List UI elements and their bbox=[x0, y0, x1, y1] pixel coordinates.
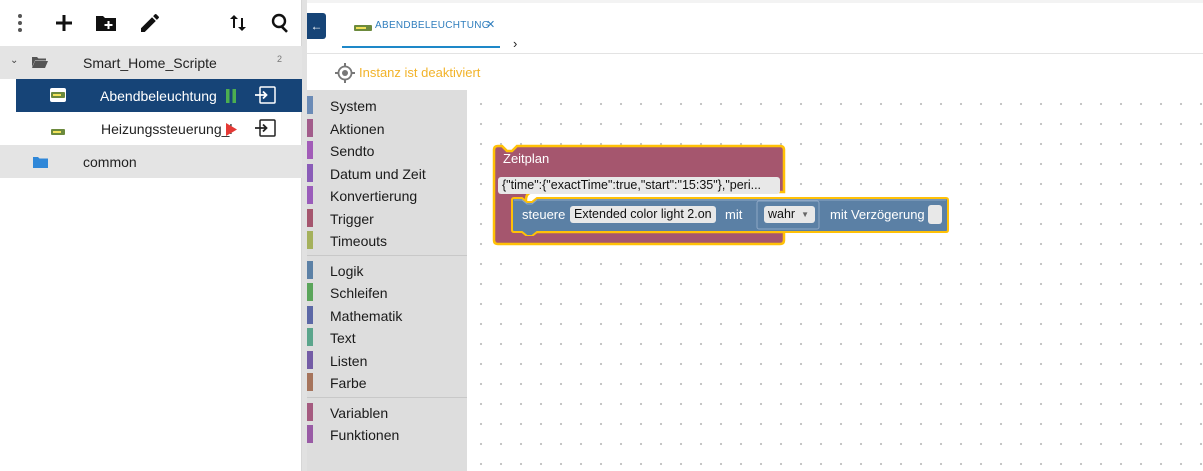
tree-script-heizungssteuerung[interactable]: Heizungssteuerung_l bbox=[0, 112, 302, 145]
toolbox-category[interactable]: Sendto bbox=[307, 138, 467, 160]
category-label: Timeouts bbox=[330, 233, 388, 249]
crosshair-icon bbox=[335, 63, 355, 88]
tree-folder-common[interactable]: common bbox=[0, 145, 302, 178]
toolbox-category[interactable]: Konvertierung bbox=[307, 183, 467, 205]
export-icon[interactable] bbox=[254, 119, 276, 142]
category-color-swatch bbox=[307, 208, 313, 227]
folder-icon bbox=[33, 155, 48, 173]
category-color-swatch bbox=[307, 283, 313, 301]
toolbox-category[interactable]: Funktionen bbox=[307, 422, 467, 444]
sort-icon[interactable] bbox=[226, 11, 250, 35]
tab-bar: ← ABENDBELEUCHTUNG ✕ › bbox=[307, 0, 1203, 54]
tree-script-label: Abendbeleuchtung bbox=[100, 88, 217, 104]
category-color-swatch bbox=[307, 305, 313, 324]
folder-plus-icon[interactable] bbox=[94, 11, 118, 35]
category-color-swatch bbox=[307, 350, 313, 369]
category-color-swatch bbox=[307, 186, 313, 204]
delay-label: mit Verzögerung bbox=[830, 207, 925, 222]
toolbox-category[interactable]: Timeouts bbox=[307, 228, 467, 250]
toolbox-separator bbox=[307, 396, 467, 398]
collapse-tree-button[interactable]: ← bbox=[307, 13, 326, 39]
category-label: Funktionen bbox=[330, 427, 400, 443]
category-color-swatch bbox=[307, 328, 313, 346]
category-label: Trigger bbox=[330, 210, 374, 227]
search-icon[interactable] bbox=[269, 11, 293, 35]
steuere-label: steuere bbox=[522, 207, 566, 222]
category-color-swatch bbox=[307, 163, 313, 182]
toolbox-category[interactable]: Logik bbox=[307, 258, 467, 280]
instance-warning-text: Instanz ist deaktiviert bbox=[359, 65, 481, 80]
instance-warning-bar: Instanz ist deaktiviert bbox=[307, 55, 1203, 90]
category-label: Konvertierung bbox=[330, 188, 418, 204]
toolbox-category[interactable]: System bbox=[307, 93, 467, 115]
editor-panel: ← ABENDBELEUCHTUNG ✕ › Instanz ist deakt… bbox=[307, 0, 1203, 471]
folder-open-icon bbox=[31, 55, 49, 74]
toolbox-category[interactable]: Listen bbox=[307, 348, 467, 370]
toolbox-category[interactable]: Datum und Zeit bbox=[307, 161, 467, 183]
tree-toolbar bbox=[0, 0, 302, 46]
blockly-script-icon bbox=[50, 124, 66, 142]
play-icon[interactable] bbox=[226, 123, 237, 141]
tree-folder-label: Smart_Home_Scripte bbox=[83, 55, 217, 71]
category-color-swatch bbox=[307, 402, 313, 421]
category-color-swatch bbox=[307, 425, 313, 443]
blockly-workspace[interactable]: Zeitplan {"time":{"exactTime":true,"star… bbox=[467, 90, 1203, 471]
pause-icon[interactable] bbox=[225, 89, 237, 108]
script-tree-panel: ⌄ Smart_Home_Scripte 2 Abendbeleuchtung bbox=[0, 0, 302, 471]
dropdown-arrow-icon: ▼ bbox=[801, 210, 810, 219]
toolbox-separator bbox=[307, 254, 467, 256]
more-vertical-icon[interactable] bbox=[8, 11, 32, 35]
category-label: Listen bbox=[330, 352, 368, 369]
toolbox-category[interactable]: Trigger bbox=[307, 206, 467, 228]
category-label: Text bbox=[330, 330, 356, 346]
export-icon[interactable] bbox=[254, 86, 276, 109]
category-label: Farbe bbox=[330, 375, 367, 391]
schedule-field[interactable]: {"time":{"exactTime":true,"start":"15:35… bbox=[498, 177, 780, 194]
object-id-field[interactable]: Extended color light 2.on bbox=[570, 206, 716, 223]
category-label: Variablen bbox=[330, 404, 389, 421]
category-color-swatch bbox=[307, 231, 313, 249]
category-label: Sendto bbox=[330, 143, 375, 159]
category-label: Schleifen bbox=[330, 285, 388, 301]
category-label: Mathematik bbox=[330, 307, 403, 324]
blockly-script-icon bbox=[50, 88, 66, 107]
chevron-right-icon[interactable]: › bbox=[513, 36, 518, 51]
category-color-swatch bbox=[307, 260, 313, 279]
category-color-swatch bbox=[307, 141, 313, 159]
toolbox-category[interactable]: Mathematik bbox=[307, 303, 467, 325]
folder-count-badge: 2 bbox=[277, 54, 283, 64]
zeitplan-title: Zeitplan bbox=[503, 151, 550, 166]
category-color-swatch bbox=[307, 96, 313, 114]
tree-folder-smart-home[interactable]: ⌄ Smart_Home_Scripte 2 bbox=[0, 46, 302, 79]
category-label: Datum und Zeit bbox=[330, 165, 426, 182]
tab-label: ABENDBELEUCHTUNG bbox=[375, 20, 490, 31]
toolbox-category[interactable]: Text bbox=[307, 325, 467, 347]
toolbox-category[interactable]: Schleifen bbox=[307, 280, 467, 302]
toolbox-category[interactable]: Variablen bbox=[307, 400, 467, 422]
tree-folder-label: common bbox=[83, 154, 137, 170]
toolbox-category[interactable]: Aktionen bbox=[307, 116, 467, 138]
category-label: System bbox=[330, 98, 377, 114]
category-color-swatch bbox=[307, 118, 313, 137]
category-color-swatch bbox=[307, 373, 313, 391]
tree-script-label: Heizungssteuerung_l bbox=[101, 121, 233, 137]
category-label: Logik bbox=[330, 262, 364, 279]
plus-icon[interactable] bbox=[52, 11, 76, 35]
chevron-down-icon[interactable]: ⌄ bbox=[10, 55, 19, 66]
category-label: Aktionen bbox=[330, 120, 385, 137]
value-dropdown-label: wahr bbox=[768, 207, 796, 221]
blockly-script-icon bbox=[353, 20, 373, 38]
pencil-icon[interactable] bbox=[138, 11, 162, 35]
toolbox-category[interactable]: Farbe bbox=[307, 370, 467, 392]
arrow-left-icon: ← bbox=[310, 19, 323, 33]
panel-splitter[interactable] bbox=[302, 0, 307, 471]
with-label: mit bbox=[725, 207, 743, 222]
value-dropdown[interactable]: wahr ▼ bbox=[764, 206, 816, 223]
tree-script-abendbeleuchtung[interactable]: Abendbeleuchtung bbox=[16, 79, 302, 112]
tab-abendbeleuchtung[interactable]: ABENDBELEUCHTUNG ✕ bbox=[342, 6, 500, 48]
close-icon[interactable]: ✕ bbox=[486, 19, 496, 31]
